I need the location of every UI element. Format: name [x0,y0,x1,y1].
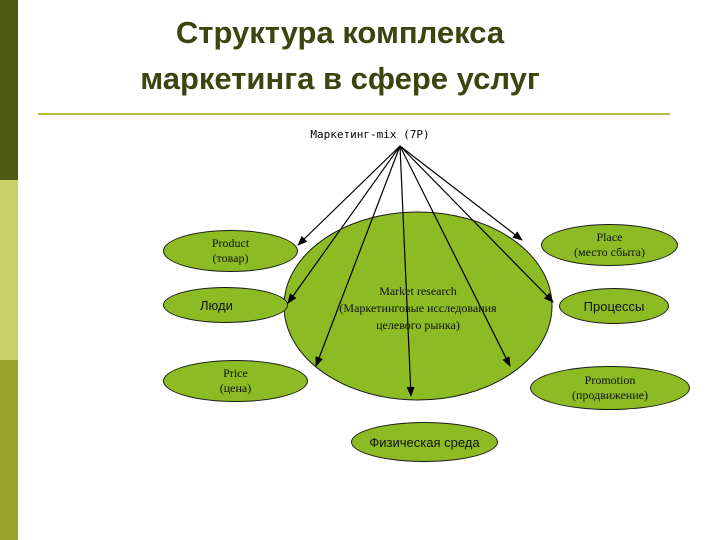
left-bar-dark [0,0,18,180]
arrows [287,145,554,397]
people-label: Люди [200,297,233,313]
title-line-2: маркетинга в сфере услуг [140,61,540,96]
page-title: Структура комплекса маркетинга в сфере у… [60,10,620,102]
product-sublabel: (товар) [212,251,249,265]
price-sublabel: (цена) [219,381,252,395]
marketing-mix-label: Маркетинг-mix (7Р) [310,128,430,141]
processes-oval: Процессы [559,288,669,324]
center-line-3: целевого рынка) [376,318,460,332]
arrow-to-place [399,145,523,241]
title-divider [38,113,670,115]
price-label: Price [223,366,248,380]
product-oval: Product (товар) [163,230,298,272]
market-research-label: Market research (Маркетинговые исследова… [318,283,518,334]
arrow-to-price [315,145,401,367]
people-oval: Люди [163,287,288,323]
physical-environment-oval: Физическая среда [351,422,498,462]
promotion-label: Promotion [584,373,636,387]
product-label: Product [211,236,250,250]
physical-environment-label: Физическая среда [369,434,480,450]
arrow-to-physical [399,145,415,397]
center-line-1: Market research [379,284,457,298]
center-line-2: (Маркетинговые исследования [339,301,497,315]
place-oval: Place (место сбыта) [541,224,678,266]
promotion-sublabel: (продвижение) [572,388,648,402]
left-bar-light [0,180,18,360]
arrow-to-product [297,145,401,246]
promotion-oval: Promotion (продвижение) [530,366,690,410]
processes-label: Процессы [583,298,645,314]
arrow-to-people [287,145,401,304]
place-sublabel: (место сбыта) [574,245,645,259]
price-oval: Price (цена) [163,360,308,402]
arrow-to-promotion [399,145,511,367]
arrow-to-processes [399,145,554,303]
place-label: Place [596,230,623,244]
left-bar-mid [0,360,18,540]
title-line-1: Структура комплекса [175,15,505,50]
